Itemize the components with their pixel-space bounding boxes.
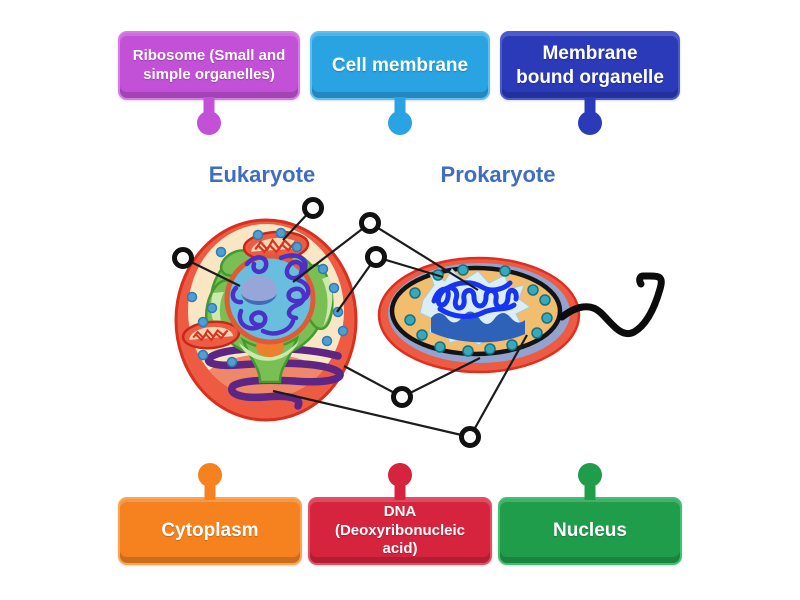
answer-point[interactable] (359, 212, 381, 234)
label-stem (394, 486, 406, 500)
label-stem (584, 486, 596, 500)
flagellum (558, 272, 665, 338)
label-ribosome[interactable]: Ribosome (Small and simple organelles) (118, 31, 300, 135)
prokaryote-heading: Prokaryote (440, 162, 556, 187)
eukaryote-ribosomes (186, 227, 349, 368)
prokaryote-cell (377, 256, 665, 374)
nucleolus (241, 275, 277, 305)
answer-point[interactable] (365, 246, 387, 268)
label-text: Ribosome (Small and simple organelles) (132, 46, 286, 83)
label-stem (203, 97, 215, 113)
label-text: Cytoplasm (161, 520, 259, 542)
nucleoid-shadow (431, 311, 525, 343)
answer-point[interactable] (302, 197, 324, 219)
label-knob (388, 111, 412, 135)
label-knob (197, 111, 221, 135)
label-knob (578, 463, 602, 487)
mitochondrion-left (181, 320, 241, 350)
eukaryote-cell (174, 218, 358, 422)
label-knob (198, 463, 222, 487)
answer-points (172, 197, 481, 448)
label-text: Nucleus (553, 520, 627, 542)
label-text: Cell membrane (331, 54, 469, 76)
answer-point[interactable] (391, 386, 413, 408)
golgi-apparatus (204, 344, 344, 410)
label-stem (204, 486, 216, 500)
prokaryote-ribosomes (404, 264, 553, 357)
label-knob (388, 463, 412, 487)
label-text: Membrane bound organelle (516, 42, 664, 88)
label-text: DNA (Deoxyribonucleic acid) (334, 502, 466, 558)
answer-point[interactable] (459, 426, 481, 448)
label-nucleus[interactable]: Nucleus (498, 463, 682, 565)
label-stem (584, 97, 596, 113)
nuclear-dna (230, 253, 311, 336)
label-cell-membrane[interactable]: Cell membrane (310, 31, 490, 135)
label-cytoplasm[interactable]: Cytoplasm (118, 463, 302, 565)
prokaryote-dna-scribble (431, 280, 519, 319)
label-dna[interactable]: DNA (Deoxyribonucleic acid) (308, 463, 492, 565)
label-knob (578, 111, 602, 135)
label-membrane-bound-organelle[interactable]: Membrane bound organelle (500, 31, 680, 135)
eukaryote-heading: Eukaryote (208, 162, 316, 187)
answer-point[interactable] (172, 247, 194, 269)
label-stem (394, 97, 406, 113)
